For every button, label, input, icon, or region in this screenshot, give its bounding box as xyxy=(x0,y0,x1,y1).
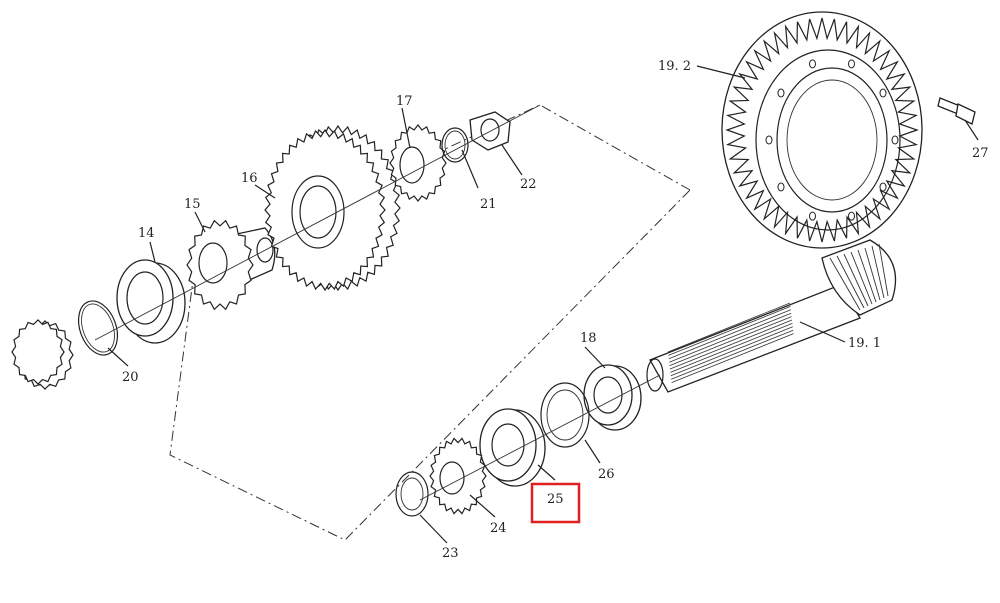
part-27-bolt xyxy=(937,97,976,125)
axis-upper xyxy=(94,104,541,341)
label-23: 23 xyxy=(442,546,459,561)
label-22: 22 xyxy=(520,177,537,192)
part-17-small-gear xyxy=(389,124,447,202)
label-16: 16 xyxy=(241,171,258,186)
part-16-large-gear xyxy=(264,124,401,292)
leader-lines xyxy=(107,65,979,544)
part-20-spline-gear xyxy=(11,319,74,390)
label-14: 14 xyxy=(138,226,155,241)
label-20: 20 xyxy=(122,370,139,385)
highlight-box-part-25 xyxy=(530,482,581,524)
part-24-gear xyxy=(429,437,487,515)
label-19-1: 19. 1 xyxy=(848,336,881,351)
label-25: 25 xyxy=(547,492,564,507)
label-26: 26 xyxy=(598,467,615,482)
part-18-bearing xyxy=(583,364,642,431)
part-20-circlip xyxy=(77,300,119,356)
label-24: 24 xyxy=(490,521,507,536)
part-25-bearing xyxy=(479,408,546,487)
part-19-1-pinion-shaft xyxy=(646,239,897,393)
label-21: 21 xyxy=(480,197,497,212)
part-15-gear xyxy=(186,219,276,311)
label-17: 17 xyxy=(396,94,413,109)
assembly-outline xyxy=(169,104,691,541)
label-19-2: 19. 2 xyxy=(658,59,691,74)
label-18: 18 xyxy=(580,331,597,346)
label-27: 27 xyxy=(972,146,989,161)
part-26-ring xyxy=(540,382,590,448)
part-14-sleeve xyxy=(116,259,186,344)
part-19-2-crown-wheel xyxy=(721,11,923,249)
part-23-spline-ring xyxy=(395,471,429,517)
axis-lower xyxy=(419,374,661,501)
label-15: 15 xyxy=(184,197,201,212)
